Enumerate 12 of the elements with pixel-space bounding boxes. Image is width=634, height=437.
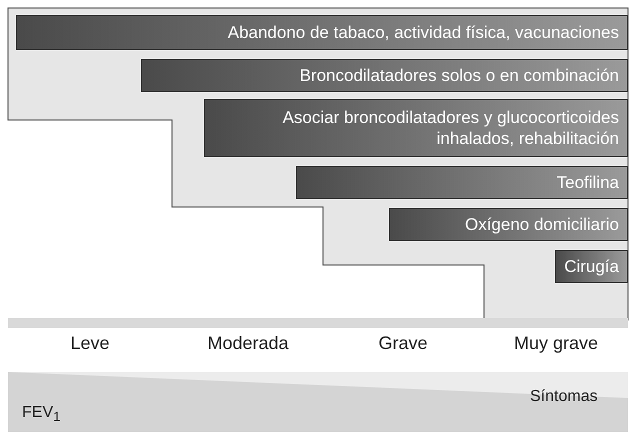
treatment-bar: Asociar broncodilatadores y glucocorticoides inhalados, rehabilitación	[204, 99, 628, 157]
severity-label: Leve	[70, 333, 110, 354]
treatment-bar: Broncodilatadores solos o en combinación	[141, 59, 628, 92]
axis-label: FEV$_{1}$	[22, 404, 61, 424]
treatment-bar: Cirugía	[555, 250, 628, 283]
treatment-bar: Abandono de tabaco, actividad física, vacunaciones	[16, 15, 628, 50]
axis-label: Síntomas	[530, 388, 598, 406]
treatment-bar: Oxígeno domiciliario	[389, 208, 628, 241]
severity-label: Muy grave	[514, 333, 598, 354]
treatment-bar: Teofilina	[296, 166, 628, 199]
severity-label: Moderada	[208, 333, 289, 354]
severity-label: Grave	[378, 333, 428, 354]
